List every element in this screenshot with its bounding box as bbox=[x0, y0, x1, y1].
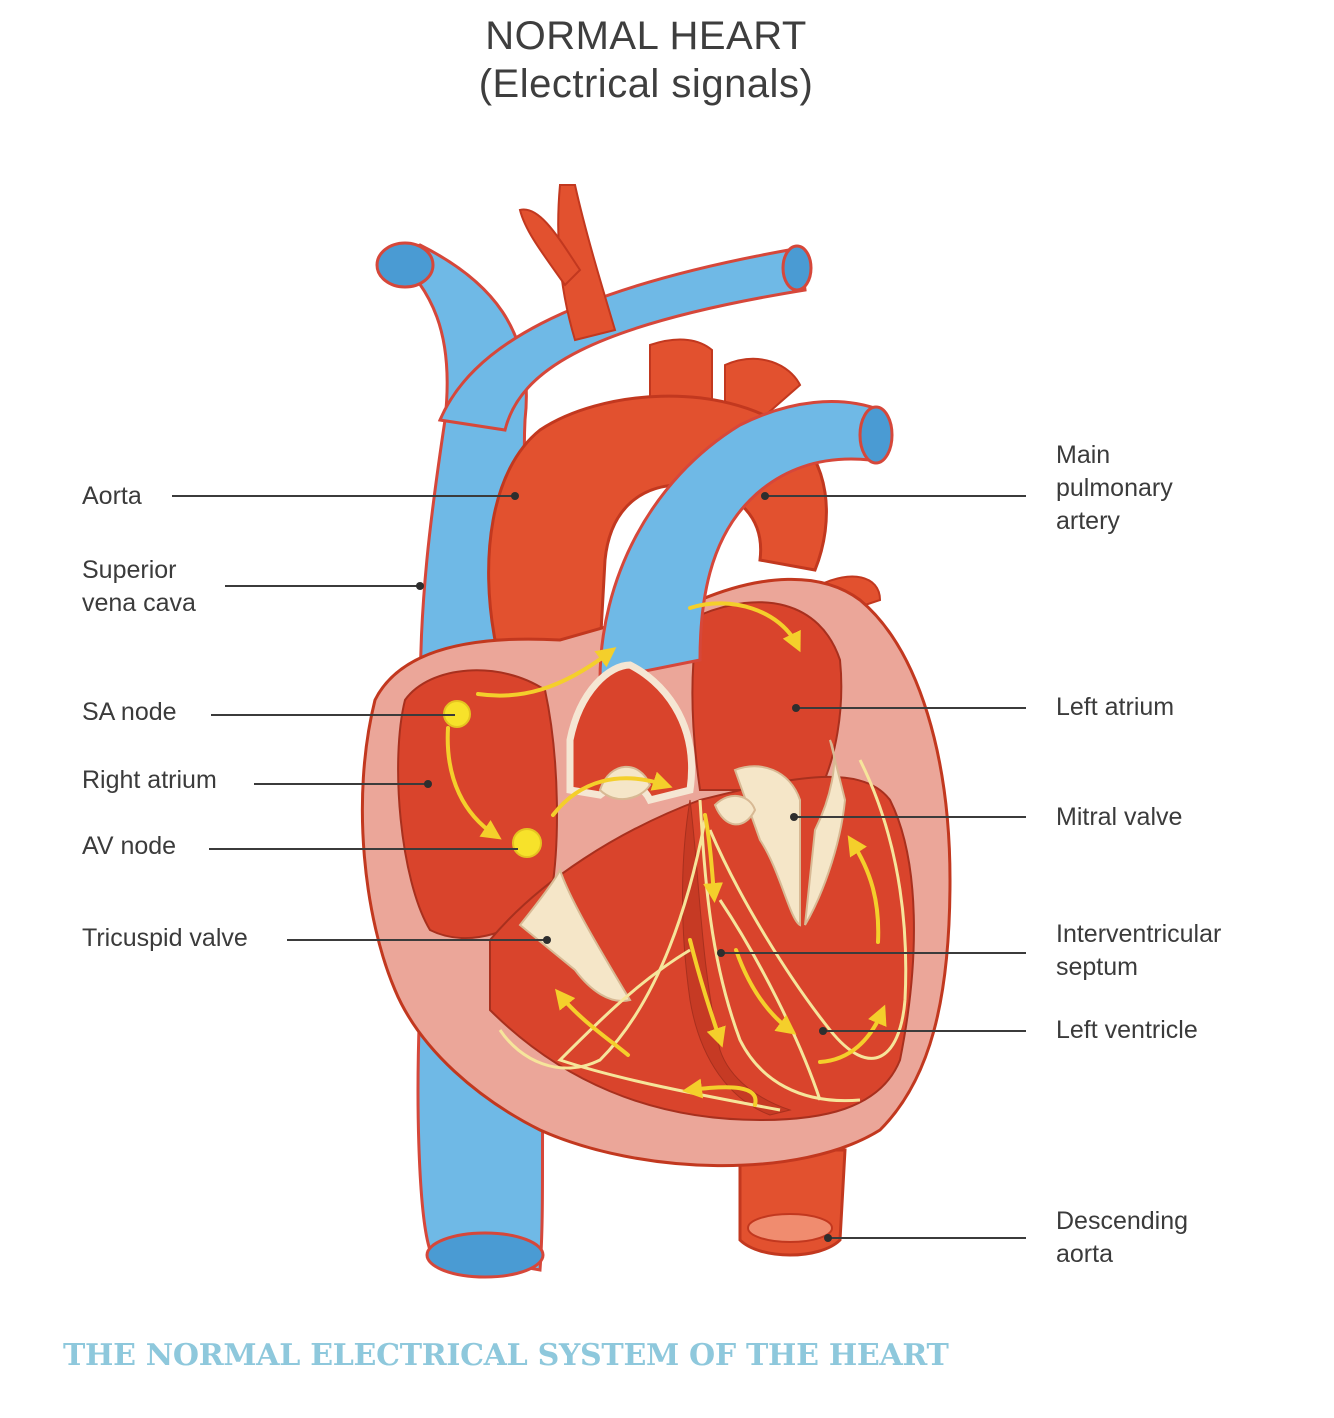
leader-dot bbox=[543, 936, 551, 944]
label-line: pulmonary bbox=[1056, 474, 1173, 502]
left-atrium-chamber bbox=[691, 601, 843, 791]
aortic-valve-shape bbox=[598, 765, 652, 801]
leader-dot bbox=[824, 1234, 832, 1242]
diagram-title: NORMAL HEART bbox=[485, 14, 807, 58]
label-aorta: Aorta bbox=[82, 482, 142, 510]
label-mitral-valve: Mitral valve bbox=[1056, 803, 1183, 831]
conduction-fibers bbox=[498, 759, 908, 1112]
leader-dot bbox=[717, 949, 725, 957]
av-node-marker bbox=[512, 828, 542, 858]
leader-dot bbox=[424, 780, 432, 788]
label-descending-aorta: Descending aorta bbox=[1056, 1205, 1188, 1271]
leader-dot bbox=[819, 1027, 827, 1035]
leader-lines bbox=[172, 495, 1026, 1239]
signal-arrow bbox=[703, 813, 724, 903]
signal-arrow bbox=[734, 948, 797, 1035]
label-sa-node: SA node bbox=[82, 698, 177, 726]
signal-arrow bbox=[688, 601, 801, 653]
label-left-atrium: Left atrium bbox=[1056, 693, 1175, 721]
label-line: vena cava bbox=[82, 589, 196, 617]
leader-dot bbox=[416, 582, 424, 590]
label-line: septum bbox=[1056, 953, 1138, 981]
tricuspid-valve-shape bbox=[518, 867, 632, 1002]
label-av-node: AV node bbox=[82, 832, 177, 860]
leader-dots bbox=[416, 492, 832, 1242]
label-line: Main bbox=[1056, 441, 1111, 469]
signal-arrow bbox=[476, 647, 617, 698]
label-line: Descending bbox=[1056, 1207, 1189, 1235]
signal-arrow bbox=[682, 1078, 758, 1107]
signal-arrows bbox=[445, 601, 887, 1107]
mitral-valve-shape bbox=[713, 739, 847, 927]
label-interventricular-septum: Interventricular septum bbox=[1056, 918, 1221, 984]
label-main-pulmonary-artery: Main pulmonary artery bbox=[1056, 439, 1173, 538]
leader-dot bbox=[792, 704, 800, 712]
signal-arrow bbox=[818, 1004, 887, 1064]
signal-arrow bbox=[445, 726, 502, 840]
diagram-subtitle: (Electrical signals) bbox=[478, 62, 814, 106]
signal-arrow bbox=[688, 938, 726, 1048]
leader-dot bbox=[761, 492, 769, 500]
label-line: Superior bbox=[82, 556, 177, 584]
label-right-atrium: Right atrium bbox=[82, 766, 217, 794]
label-superior-vena-cava: Superior vena cava bbox=[82, 554, 196, 620]
leader-dot bbox=[511, 492, 519, 500]
caption: THE NORMAL ELECTRICAL SYSTEM OF THE HEAR… bbox=[63, 1338, 949, 1373]
label-line: artery bbox=[1056, 507, 1120, 535]
signal-arrow bbox=[551, 771, 673, 817]
leader-dot bbox=[790, 813, 798, 821]
label-line: aorta bbox=[1056, 1240, 1113, 1268]
label-tricuspid-valve: Tricuspid valve bbox=[82, 924, 248, 952]
signal-arrow bbox=[555, 988, 630, 1057]
label-left-ventricle: Left ventricle bbox=[1056, 1016, 1198, 1044]
label-line: Interventricular bbox=[1056, 920, 1222, 948]
signal-arrow bbox=[847, 835, 881, 944]
